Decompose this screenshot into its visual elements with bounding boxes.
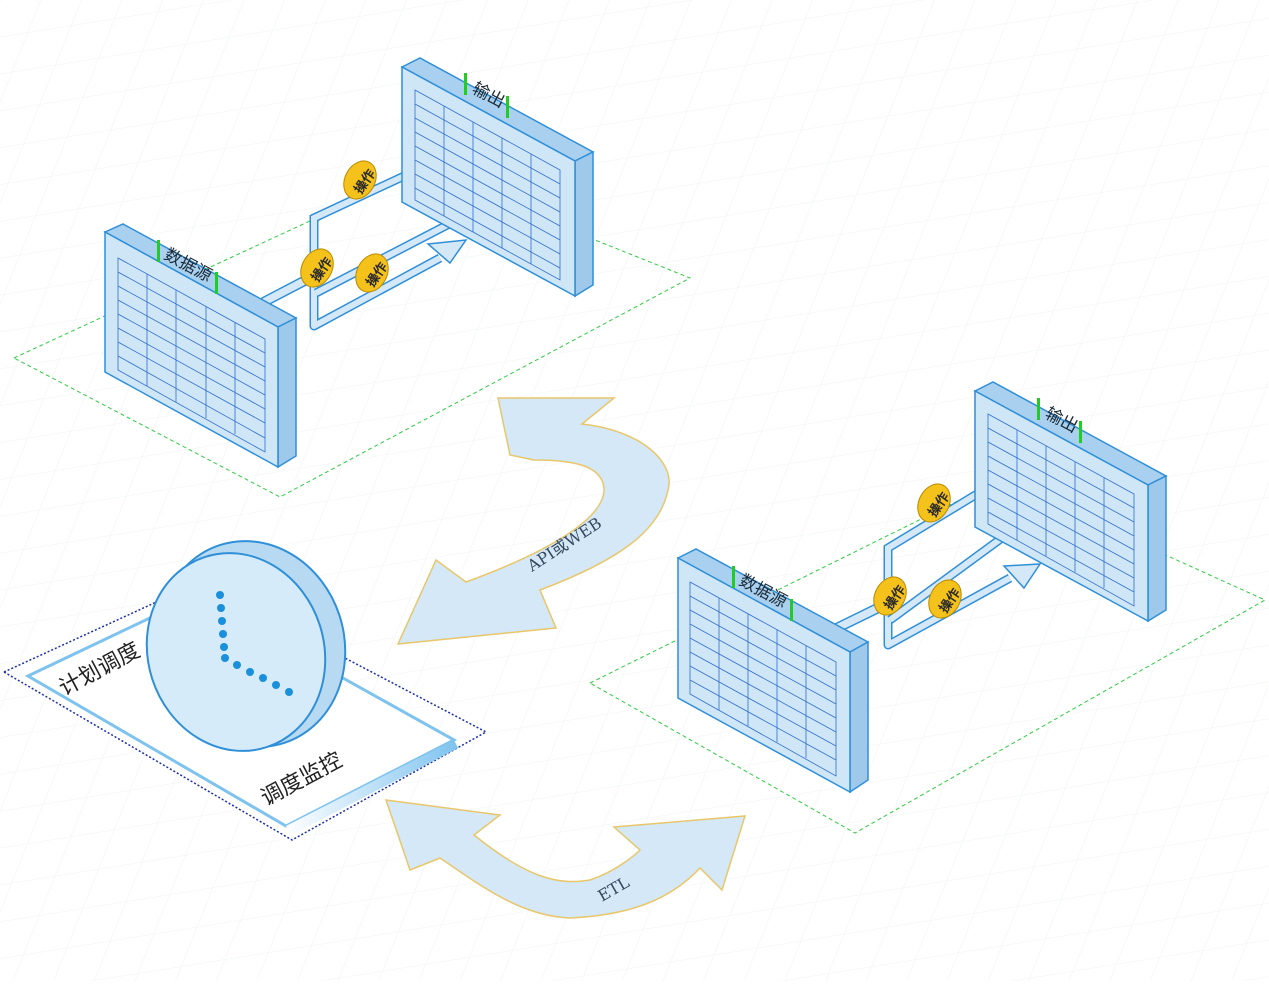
cluster-top-left: 数据源 输出: [12, 57, 692, 498]
green-mark: [157, 240, 160, 262]
table-grid: [987, 413, 1135, 607]
green-mark: [215, 272, 218, 294]
clock-hands: [216, 591, 293, 696]
operation-badge: 操作: [928, 579, 964, 619]
table-grid: [414, 89, 561, 281]
arrow-head: [1002, 563, 1042, 590]
green-mark: [506, 96, 509, 118]
dashed-region: [12, 169, 692, 498]
etl-arrow: ETL: [384, 799, 747, 919]
clock-face: [145, 552, 327, 752]
cluster-right: 数据源 输出: [588, 381, 1267, 834]
operation-badge: 操作: [873, 576, 909, 616]
plate-edge: [286, 740, 458, 836]
table-grid: [117, 257, 266, 453]
source-panel: 数据源: [103, 223, 298, 469]
green-mark: [790, 599, 793, 621]
arrow-head: [426, 239, 468, 265]
source-panel: 数据源: [676, 548, 870, 794]
green-mark: [732, 566, 735, 588]
green-mark: [1079, 421, 1082, 443]
operation-badge: 操作: [300, 248, 336, 288]
output-panel: 输出: [400, 57, 595, 298]
operation-badge: 操作: [355, 253, 391, 293]
green-mark: [464, 73, 467, 95]
table-grid: [689, 581, 837, 777]
flow-path-inner: [885, 471, 1012, 592]
output-panel: 输出: [973, 381, 1168, 623]
clock: [145, 540, 347, 752]
operation-badge: 操作: [917, 483, 953, 523]
green-mark: [1037, 398, 1040, 420]
